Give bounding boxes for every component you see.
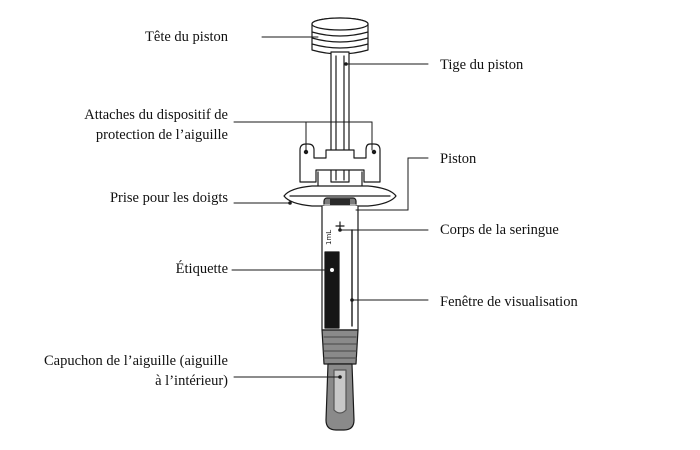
needle-cap-base [321, 329, 359, 365]
plunger-head [311, 17, 369, 55]
label-needle-cap: Capuchon de l’aiguille (aiguille à l’int… [0, 351, 228, 391]
label-needle-cap-line1: Capuchon de l’aiguille (aiguille [43, 353, 228, 369]
label-syringe-body: Corps de la seringue [440, 222, 559, 238]
label-label: Étiquette [175, 261, 228, 277]
label-plunger: Piston [440, 151, 477, 167]
label-needle-cap-line2: à l’intérieur) [155, 373, 228, 389]
label-plunger-head: Tête du piston [145, 29, 228, 45]
svg-text:1mL: 1mL [325, 230, 333, 245]
label-strip [324, 229, 353, 329]
label-viewing-window: Fenêtre de visualisation [440, 294, 578, 310]
label-needle-guard-clips-line2: protection de l’aiguille [95, 127, 228, 143]
label-finger-grip: Prise pour les doigts [109, 190, 228, 206]
finger-grip-flange [283, 185, 397, 207]
needle-guard-housing [299, 143, 381, 191]
leader-lines [231, 36, 429, 379]
label-needle-guard-clips-line1: Attaches du dispositif de [84, 107, 228, 123]
needle-cap [325, 363, 355, 431]
label-needle-guard-clips: Attaches du dispositif de protection de … [20, 105, 228, 145]
label-plunger-rod: Tige du piston [440, 57, 524, 73]
